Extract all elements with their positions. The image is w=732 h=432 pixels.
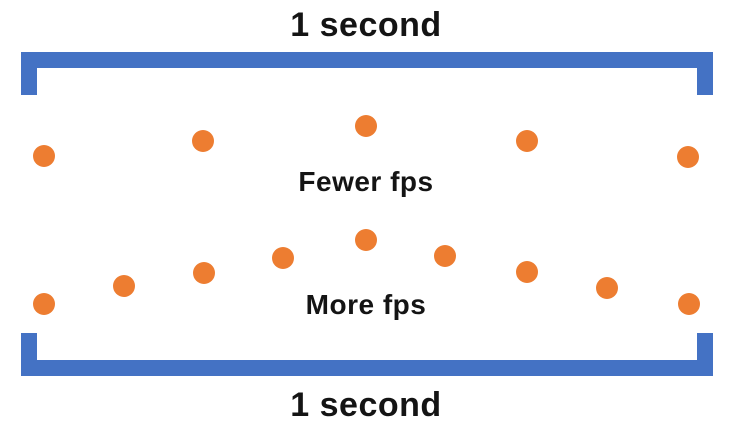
frame-dot xyxy=(33,145,55,167)
top-duration-label: 1 second xyxy=(290,6,442,44)
frame-dot xyxy=(516,261,538,283)
top-second-bracket xyxy=(21,52,713,95)
frame-dot xyxy=(434,245,456,267)
frame-dot xyxy=(678,293,700,315)
frame-dot xyxy=(596,277,618,299)
frame-dot xyxy=(192,130,214,152)
bottom-second-bracket xyxy=(21,333,713,376)
frame-dot xyxy=(193,262,215,284)
frame-dot xyxy=(355,115,377,137)
more-fps-label: More fps xyxy=(305,289,427,320)
frame-dot xyxy=(355,229,377,251)
fewer-fps-label: Fewer fps xyxy=(298,166,434,197)
frame-dot xyxy=(677,146,699,168)
frame-dot xyxy=(33,293,55,315)
frame-dot xyxy=(272,247,294,269)
frame-dot xyxy=(516,130,538,152)
frame-dot xyxy=(113,275,135,297)
bottom-duration-label: 1 second xyxy=(290,386,442,424)
